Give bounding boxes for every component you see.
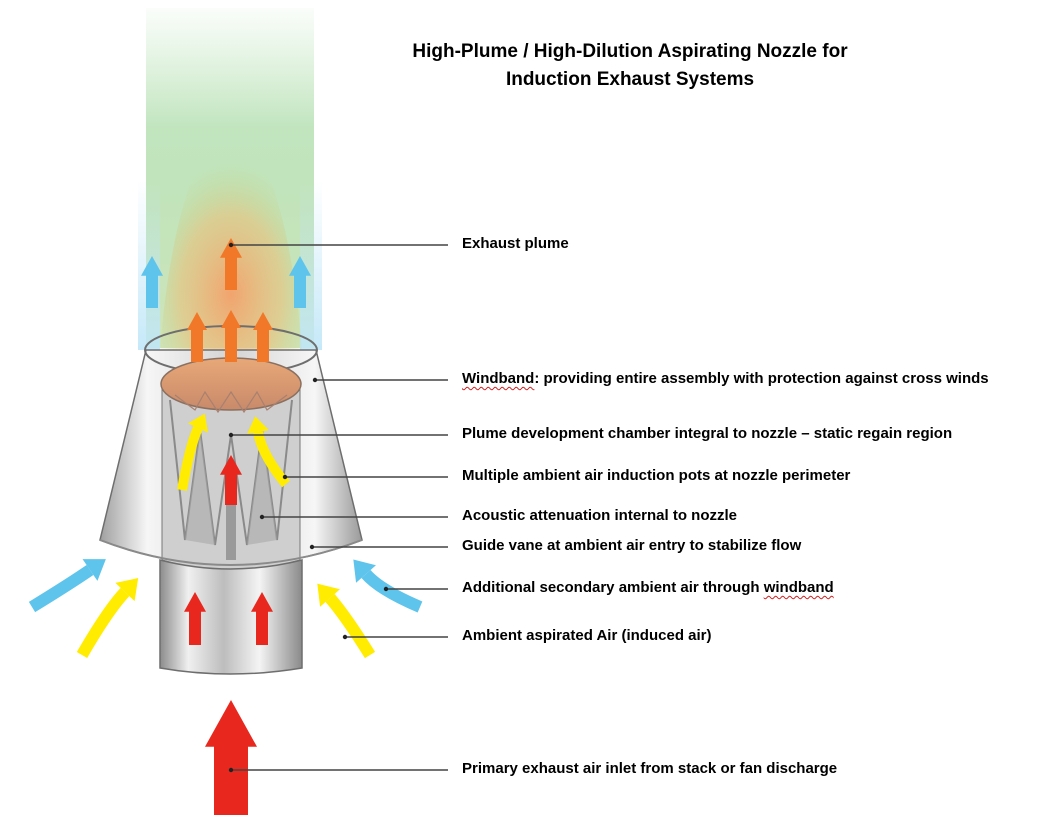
callout-exhaust-plume: Exhaust plume [462, 235, 569, 252]
plume-arrow-3 [253, 312, 273, 362]
callout-induction-pots: Multiple ambient air induction pots at n… [462, 467, 850, 484]
callout-windband-text: Windband [462, 370, 535, 387]
callout-leaders [228, 242, 448, 773]
secondary-up-left [141, 256, 163, 308]
nozzle-top [160, 357, 302, 411]
secondary-in-left [28, 565, 94, 613]
induction-right-head [247, 416, 269, 434]
induction-left-head [188, 413, 208, 433]
guide-vane [226, 500, 236, 560]
callout-secondary-air: Additional secondary ambient air through… [462, 579, 834, 596]
aspirated-in-right-head [317, 583, 340, 607]
callout-guide-vane: Guide vane at ambient air entry to stabi… [462, 537, 801, 554]
leader-dot-aspirated-air [342, 634, 348, 640]
plume-arrow-top [220, 238, 242, 290]
secondary-in-right [361, 569, 423, 613]
title-line-1: High-Plume / High-Dilution Aspirating No… [412, 41, 848, 62]
leader-dot-windband [312, 377, 318, 383]
windband-bottom-rim [99, 539, 363, 566]
stack-arrow-right [251, 592, 273, 645]
secondary-in-right-head [353, 559, 376, 583]
secondary-in-left-head [82, 559, 106, 581]
induction-pots-shade [185, 430, 277, 545]
diagram-title: High-Plume / High-Dilution Aspirating No… [380, 38, 880, 94]
leader-dot-primary-inlet [228, 767, 234, 773]
callout-acoustic-text: Acoustic attenuation internal to nozzle [462, 507, 738, 524]
primary-stack [159, 559, 303, 675]
callout-secondary-air-text: Additional secondary ambient air through [462, 579, 764, 596]
induction-right [253, 430, 290, 488]
callout-exhaust-plume-text: Exhaust plume [462, 235, 569, 252]
plume-arrow-2 [221, 310, 241, 362]
callout-guide-vane-text: Guide vane at ambient air entry to stabi… [462, 537, 802, 554]
nozzle-top-teeth [174, 390, 288, 414]
callout-primary-inlet-text: Primary exhaust air inlet from stack or … [462, 760, 838, 777]
primary-inlet-arrow [205, 700, 257, 815]
callout-acoustic: Acoustic attenuation internal to nozzle [462, 507, 737, 524]
leader-dot-secondary-air [383, 586, 389, 592]
leader-dot-guide-vane [309, 544, 315, 550]
leader-dot-induction-pots [282, 474, 288, 480]
aspirated-in-right [325, 594, 376, 659]
airflow-arrows [28, 238, 423, 815]
leader-dot-plume-chamber [228, 432, 234, 438]
callout-plume-chamber: Plume development chamber integral to no… [462, 425, 952, 442]
leader-dot-acoustic [259, 514, 265, 520]
callout-induction-pots-text: Multiple ambient air induction pots at n… [462, 467, 851, 484]
callout-secondary-air-text: windband [763, 579, 834, 596]
callout-windband-text: : providing entire assembly with protect… [534, 370, 989, 387]
callout-primary-inlet: Primary exhaust air inlet from stack or … [462, 760, 837, 777]
callout-windband: Windband: providing entire assembly with… [462, 370, 989, 387]
secondary-up-right [289, 256, 311, 308]
plume-arrow-1 [187, 312, 207, 362]
callout-aspirated-air-text: Ambient aspirated Air (induced air) [462, 627, 712, 644]
aspirated-in-left [76, 587, 130, 659]
leader-dot-exhaust-plume [228, 242, 234, 248]
callout-aspirated-air: Ambient aspirated Air (induced air) [462, 627, 712, 644]
induction-left [177, 425, 203, 491]
chamber-arrow [220, 455, 242, 505]
stack-arrow-left [184, 592, 206, 645]
aspirated-in-left-head [115, 578, 139, 602]
title-line-2: Induction Exhaust Systems [505, 69, 755, 90]
callout-plume-chamber-text: Plume development chamber integral to no… [462, 425, 953, 442]
